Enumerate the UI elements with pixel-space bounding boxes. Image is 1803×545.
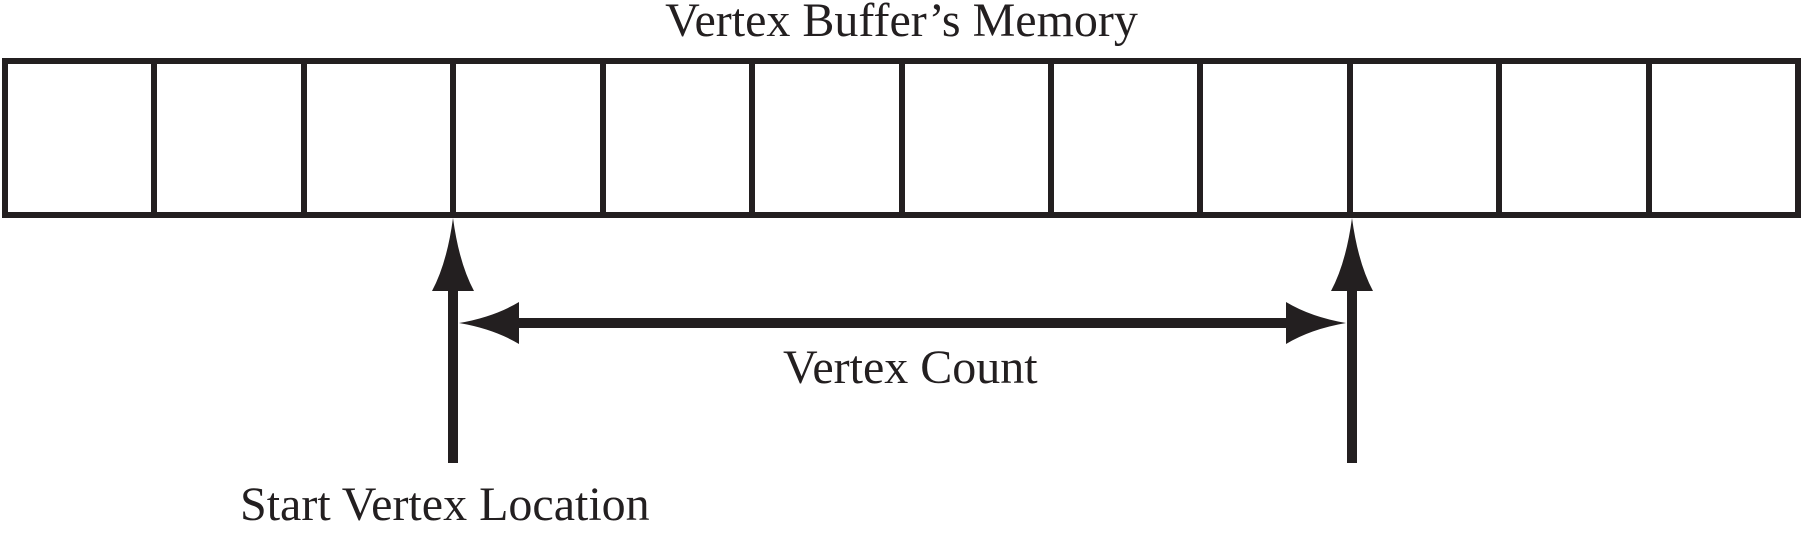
vertex-buffer-row: [2, 58, 1801, 218]
buffer-cell: [1651, 64, 1796, 212]
buffer-cell: [904, 64, 1054, 212]
diagram-title: Vertex Buffer’s Memory: [665, 0, 1138, 47]
start-vertex-location-label: Start Vertex Location: [240, 478, 650, 531]
buffer-cell: [1203, 64, 1353, 212]
buffer-cell: [306, 64, 457, 212]
buffer-cell: [1053, 64, 1204, 212]
vertex-count-arrow-icon: [459, 302, 1346, 344]
buffer-cell: [605, 64, 756, 212]
start-vertex-arrow-icon: [432, 218, 474, 463]
count-end-arrow-icon: [1331, 218, 1373, 463]
buffer-cell: [1352, 64, 1503, 212]
buffer-cell: [456, 64, 606, 212]
vertex-count-label: Vertex Count: [783, 341, 1038, 394]
buffer-cell: [755, 64, 905, 212]
buffer-cell: [8, 64, 158, 212]
buffer-cell: [1502, 64, 1652, 212]
buffer-cell: [157, 64, 307, 212]
